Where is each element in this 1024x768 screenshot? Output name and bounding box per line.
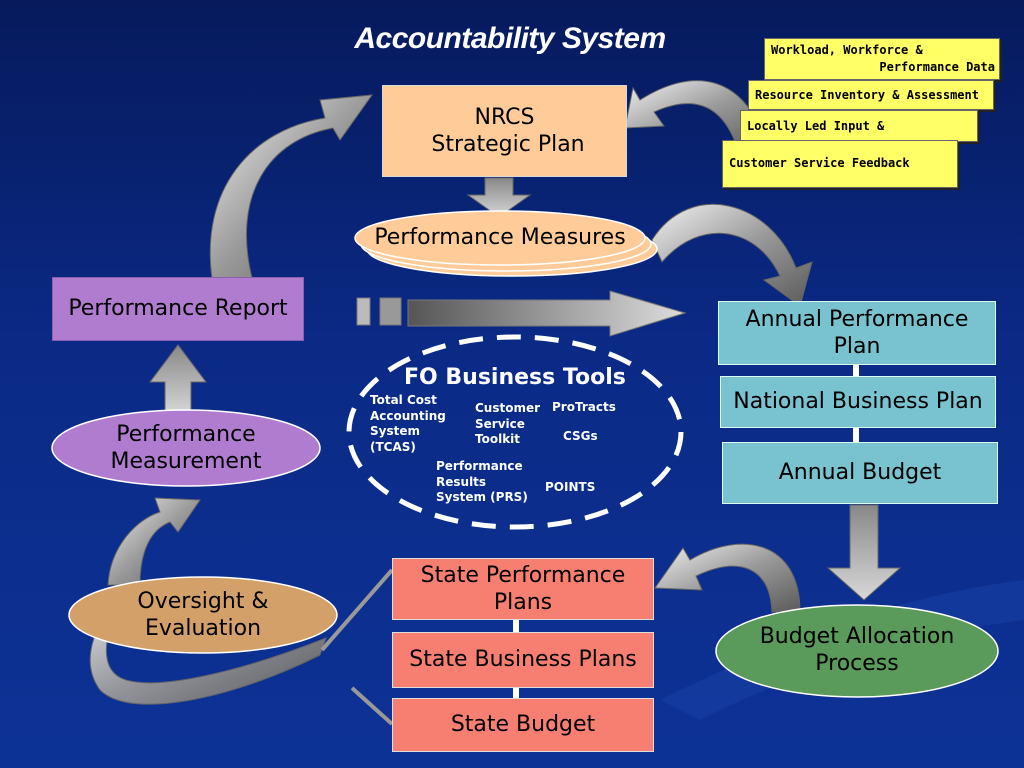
budget-allocation-label: Budget Allocation Process xyxy=(759,623,955,677)
arrow-measurement-to-report xyxy=(148,344,208,416)
performance-measurement-label: Performance Measurement xyxy=(110,421,262,475)
diagram-title: Accountability System xyxy=(354,22,666,55)
oversight-shape xyxy=(68,576,338,654)
tool-protracts: ProTracts xyxy=(552,400,616,414)
connector-state-performance xyxy=(513,620,519,632)
state-budget-box: State Budget xyxy=(392,698,654,752)
state-performance-plans-box: State Performance Plans xyxy=(392,558,654,620)
fo-tools-heading: FO Business Tools xyxy=(404,365,626,390)
connector-state-business xyxy=(513,688,519,698)
note-locally-led: Locally Led Input & Consultations xyxy=(740,110,978,157)
tool-tcas: Total Cost Accounting System (TCAS) xyxy=(370,393,446,454)
tool-customer-service-toolkit: Customer Service Toolkit xyxy=(475,401,541,447)
performance-measurement-shape xyxy=(51,409,321,487)
fo-tools-outline xyxy=(346,334,684,530)
note-resource-inventory: Resource Inventory & Assessment xyxy=(748,80,994,110)
oversight-label: Oversight & Evaluation xyxy=(137,588,269,642)
note-customer-feedback: Customer Service Feedback xyxy=(722,140,958,188)
arrow-allocation-to-state xyxy=(654,543,801,613)
arrow-oversight-to-measurement xyxy=(107,497,201,586)
annual-performance-plan-box: Annual Performance Plan xyxy=(718,301,996,365)
performance-measures-label: Performance Measures xyxy=(374,225,626,251)
state-connector-lines xyxy=(320,568,394,726)
tool-prs: Performance Results System (PRS) xyxy=(436,459,528,505)
state-business-plans-box: State Business Plans xyxy=(392,632,654,688)
arrow-measures-right xyxy=(407,290,687,337)
national-business-plan-box: National Business Plan xyxy=(720,376,996,428)
performance-report-box: Performance Report xyxy=(52,277,304,341)
arrow-report-to-strategic xyxy=(209,94,374,279)
measures-stack-front xyxy=(354,210,646,266)
dash-square-2 xyxy=(379,297,402,326)
connector-national-plan xyxy=(853,428,859,442)
tool-csgs: CSGs xyxy=(563,429,598,443)
tool-points: POINTS xyxy=(545,480,596,494)
connector-annual-plan xyxy=(853,365,859,377)
annual-budget-box: Annual Budget xyxy=(722,442,998,504)
arrow-strategic-to-measures xyxy=(466,177,532,218)
arrow-budget-to-allocation xyxy=(826,504,902,601)
note-workload: Workload, Workforce & Performance Data xyxy=(764,38,1000,80)
arrow-measures-to-annual-plan xyxy=(651,204,813,307)
dash-square-1 xyxy=(356,297,371,326)
budget-allocation-shape xyxy=(715,604,999,698)
arrow-notes-to-strategic xyxy=(624,80,769,151)
strategic-plan-box: NRCS Strategic Plan xyxy=(382,85,627,177)
